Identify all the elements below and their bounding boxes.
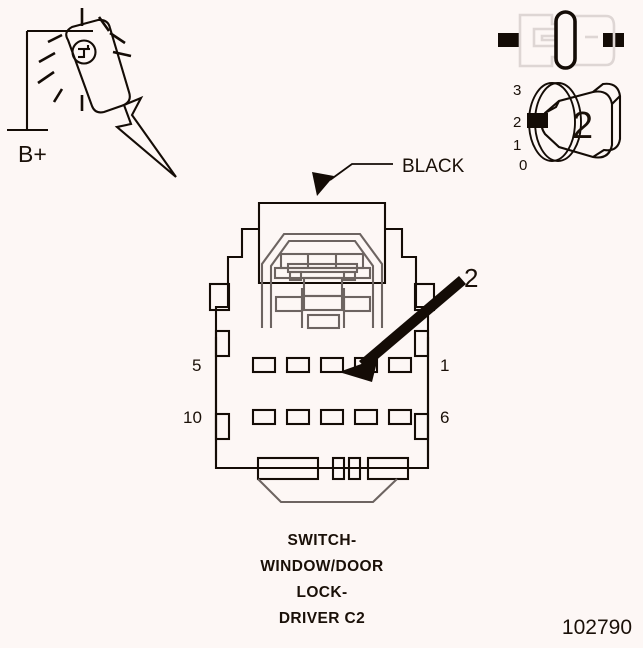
callout-arrow-head: [339, 358, 378, 382]
connector-side-tab-left: [208, 282, 231, 312]
latch-wing-left: [274, 295, 304, 313]
pin-cavity-4: [285, 356, 311, 374]
pin-callout-arrow-group: 2: [339, 263, 478, 382]
keying-rib-1: [331, 456, 346, 481]
connector-skirt-group: [256, 456, 410, 504]
connector-latch-assembly: [260, 232, 384, 330]
pin-cavity-8: [319, 408, 345, 426]
connector-half-right: [571, 14, 616, 67]
title-line-2: WINDOW/DOOR: [260, 558, 383, 575]
keying-rib-2: [347, 456, 362, 481]
keying-block-left: [256, 456, 320, 481]
probe-tip: [114, 95, 177, 178]
latch-foot: [306, 313, 341, 330]
connector-body: 5 1 10 6: [183, 201, 449, 504]
connector-guide-tab-upper-left: [214, 329, 231, 358]
connector-guide-tab-lower-right: [413, 412, 430, 441]
key-head-front: [540, 90, 614, 159]
pin-cavity-3: [319, 356, 345, 374]
pin-label-bottom-right: 6: [440, 408, 449, 427]
latch-bar-top: [279, 252, 365, 270]
latch-clip-left: [288, 270, 303, 282]
connector-guide-tab-upper-right: [413, 329, 430, 358]
black-leader-arrowhead: [312, 172, 334, 196]
pin-label-top-left: 5: [192, 356, 201, 375]
key-head-side: [592, 82, 622, 158]
latch-bar-mid-inner: [286, 262, 359, 274]
probe-handle: [65, 18, 131, 114]
test-light-probe-group: B+: [7, 8, 177, 178]
latch-plunger-upper: [302, 276, 344, 298]
part-number-label: 102790: [562, 616, 632, 639]
pin-cavity-7: [353, 408, 379, 426]
pin-row-top: [251, 356, 413, 374]
pin-cavity-6: [387, 408, 413, 426]
pin-cavity-1: [387, 356, 413, 374]
wire-color-callout: BLACK: [312, 156, 465, 196]
key-position-2: 2: [513, 114, 521, 131]
key-position-3: 3: [513, 82, 521, 99]
bplus-terminal-symbol: [7, 29, 93, 132]
connector-wire-stub-left: [498, 33, 519, 47]
title-line-1: SWITCH-: [287, 532, 356, 549]
connector-face-outline: [214, 337, 430, 470]
probe-bulb-icon: [71, 39, 97, 65]
key-position-1: 1: [513, 137, 521, 154]
key-label-number: 2: [572, 105, 593, 147]
bplus-label: B+: [18, 141, 47, 167]
connector-upper-housing: [257, 201, 387, 285]
latch-wing-right: [342, 295, 372, 313]
callout-arrow-shaft: [359, 276, 466, 369]
wire-color-label: BLACK: [402, 156, 465, 177]
title-line-4: DRIVER C2: [279, 610, 365, 627]
latch-outer-shell: [260, 232, 384, 328]
key-position-0: 0: [519, 157, 527, 174]
pin-label-top-right: 1: [440, 356, 449, 375]
title-line-3: LOCK-: [296, 584, 347, 601]
pin-cavity-10: [251, 408, 277, 426]
pin-cavity-5: [251, 356, 277, 374]
connector-skirt-trapezoid: [257, 478, 398, 504]
key-switch-icon: 3 2 1 0 2: [513, 82, 622, 174]
connector-locking-ring: [554, 10, 577, 70]
callout-number-label: 2: [464, 263, 478, 293]
connector-guide-tab-lower-left: [214, 412, 231, 441]
black-leader-line: [329, 163, 393, 181]
pin-cavity-9: [285, 408, 311, 426]
key-head-edge-top: [611, 95, 621, 105]
latch-plunger-lower: [302, 294, 344, 312]
inline-connector-icon: [498, 10, 624, 70]
latch-clip-right: [342, 270, 357, 282]
pin-row-bottom: [251, 408, 413, 426]
keying-block-right: [366, 456, 410, 481]
latch-inner-shell: [269, 239, 375, 328]
pin-label-bottom-left: 10: [183, 408, 202, 427]
key-notch: [544, 100, 560, 114]
component-title-block: SWITCH- WINDOW/DOOR LOCK- DRIVER C2: [260, 532, 383, 627]
connector-left-shoulder: [214, 227, 259, 460]
